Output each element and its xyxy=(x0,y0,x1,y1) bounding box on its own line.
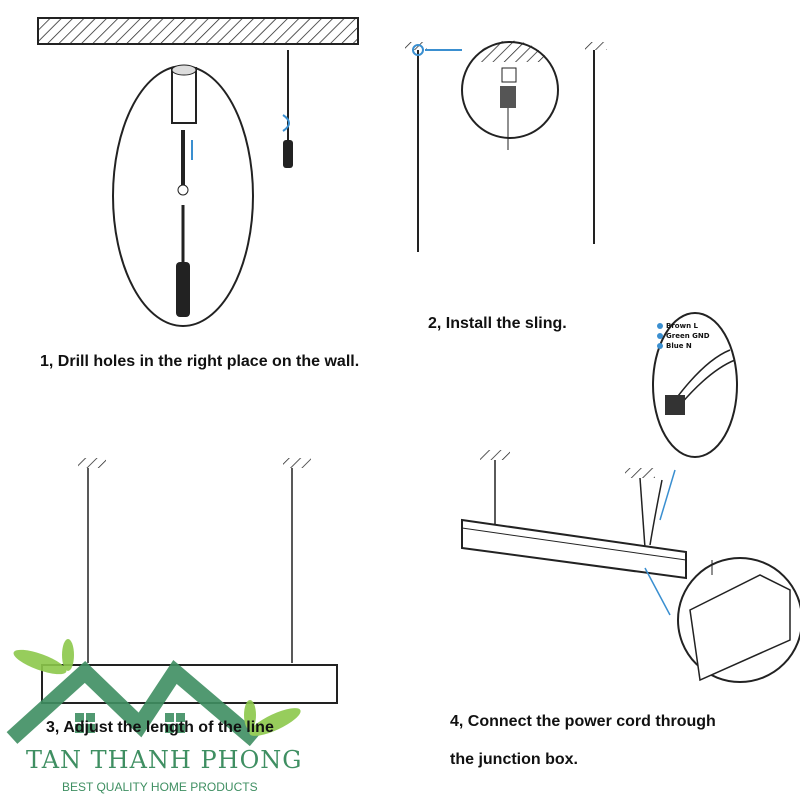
step4-illustration xyxy=(461,312,800,683)
logo-brand-text: TAN THANH PHONG xyxy=(26,746,303,774)
ceiling xyxy=(37,17,359,45)
step4-caption-line2: the junction box. xyxy=(450,751,578,768)
screwdriver-handle xyxy=(176,262,190,317)
wiring-detail-circle xyxy=(652,312,738,458)
step2-illustration xyxy=(405,40,607,252)
wire-label-green: Green GND xyxy=(666,332,710,340)
step2-caption: 2, Install the sling. xyxy=(428,315,567,332)
logo-watermark xyxy=(6,639,301,747)
logo-tagline: BEST QUALITY HOME PRODUCTS xyxy=(62,780,258,794)
light-fixture xyxy=(461,518,687,580)
step3-caption: 3, Adjust the length of the line xyxy=(46,719,274,736)
anchor xyxy=(171,67,197,124)
step1-illustration xyxy=(37,17,359,327)
wire-label-blue: Blue N xyxy=(666,342,692,350)
wire-label-brown: Brown L xyxy=(666,322,698,330)
step1-caption: 1, Drill holes in the right place on the… xyxy=(40,353,360,370)
step4-caption-line1: 4, Connect the power cord through xyxy=(450,713,716,730)
